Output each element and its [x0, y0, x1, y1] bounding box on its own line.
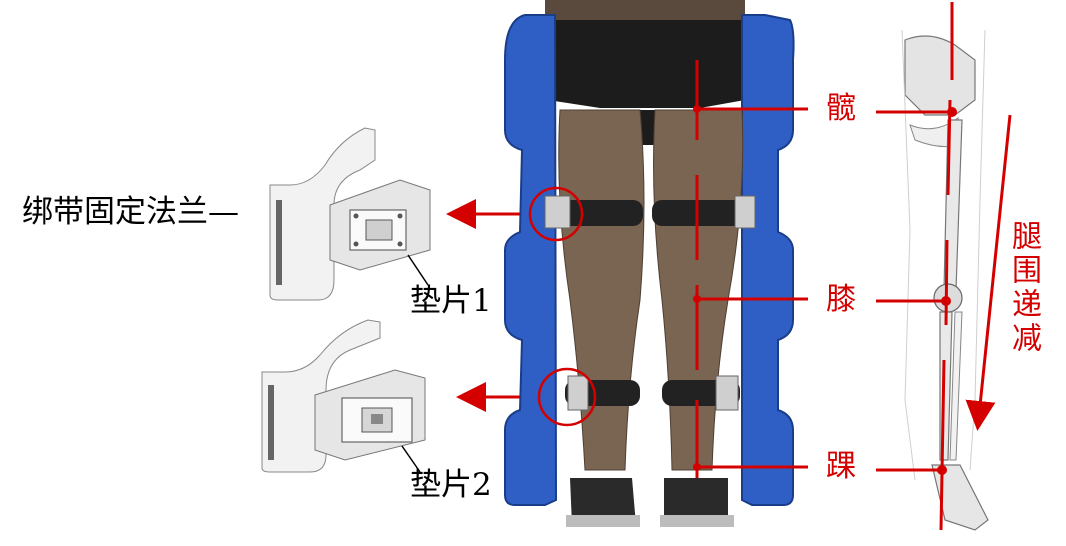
flange-part-2 [261, 319, 426, 473]
label-flange: 绑带固定法兰— [22, 194, 239, 230]
leg-skeleton [901, 29, 989, 531]
label-ankle: 踝 [826, 449, 856, 484]
exoskeleton [504, 0, 795, 527]
label-pad1: 垫片1 [410, 283, 492, 319]
leg-girth-arrow [965, 114, 1012, 431]
highlight-circle-upper [528, 186, 584, 242]
label-pad2: 垫片2 [410, 467, 492, 503]
skeleton-axis [876, 2, 957, 531]
label-knee: 膝 [826, 282, 856, 317]
center-axis [693, 60, 808, 478]
label-hip: 髋 [826, 91, 856, 126]
label-leg-girth: 腿围递减 [1006, 220, 1041, 356]
highlight-circle-lower [537, 367, 597, 427]
flange-part-1 [269, 127, 431, 301]
